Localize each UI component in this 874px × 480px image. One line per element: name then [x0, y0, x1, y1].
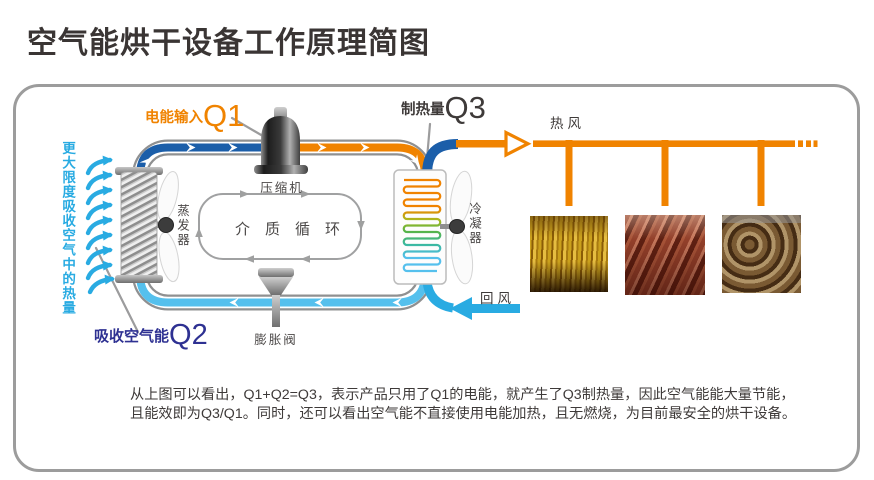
compressor-body-icon — [261, 116, 300, 170]
valve-funnel-icon — [259, 277, 293, 295]
condenser-label: 冷凝器 — [467, 202, 481, 246]
expansion-valve-label: 膨胀阀 — [254, 333, 298, 347]
q3-prefix: 制热量 — [401, 102, 445, 118]
return-air-duct — [422, 280, 454, 313]
mushroom-drying-photo — [722, 215, 801, 293]
ellipsis-dot — [798, 140, 803, 147]
medium-cycle-loop — [195, 190, 365, 263]
q1-label: 电能输入 Q1 — [145, 100, 244, 131]
valve-stem — [272, 295, 280, 327]
air-intake-arrows-icon — [85, 155, 115, 295]
hot-air-arrowhead-icon — [504, 129, 532, 158]
return-air-arrowhead-icon — [450, 297, 472, 320]
caption: 从上图可以看出，Q1+Q2=Q3，表示产品只用了Q1的电能，就产生了Q3制热量，… — [130, 386, 850, 423]
return-air-label: 回风 — [480, 291, 515, 306]
fan-hub-icon — [158, 217, 174, 233]
caption-line-2: 且能效即为Q3/Q1。同时，还可以看出空气能不直接使用电能加热，且无燃烧，为目前… — [130, 405, 797, 422]
hot-air-drop-3 — [757, 140, 765, 206]
q2-label: 吸收空气能 Q2 — [94, 321, 208, 350]
valve-cap — [258, 268, 294, 277]
evaporator-coil-icon — [120, 171, 158, 279]
q3-label: 制热量 Q3 — [401, 92, 486, 123]
fan-hub-icon — [449, 219, 465, 234]
q2-symbol: Q2 — [169, 319, 208, 351]
compressor-base — [254, 165, 308, 174]
condenser — [393, 169, 474, 285]
coil-cap — [115, 275, 163, 283]
compressor-label: 压缩机 — [260, 181, 304, 195]
return-air-arrow-shaft — [470, 304, 520, 313]
hot-air-drop-1 — [565, 140, 573, 206]
caption-line-1: 从上图可以看出，Q1+Q2=Q3，表示产品只用了Q1的电能，就产生了Q3制热量，… — [130, 387, 795, 403]
ellipsis-dot — [806, 140, 811, 147]
hot-air-arrow-shaft — [456, 140, 506, 148]
absorb-heat-note: 更大限度吸收空气中的热量 — [60, 141, 76, 315]
q3-symbol: Q3 — [444, 90, 486, 125]
hot-air-label: 热风 — [550, 116, 585, 131]
q1-prefix: 电能输入 — [145, 110, 203, 126]
expansion-valve — [258, 268, 294, 327]
q2-prefix: 吸收空气能 — [94, 328, 170, 345]
hot-air-flow — [422, 129, 818, 206]
medium-cycle-label: 介质循环 — [234, 221, 355, 238]
condenser-coil-icon — [402, 178, 442, 273]
compressor — [254, 107, 308, 174]
page-title: 空气能烘干设备工作原理简图 — [27, 27, 430, 60]
tobacco-drying-photo — [530, 216, 608, 292]
fan-axle — [440, 224, 452, 229]
evaporator — [115, 167, 180, 283]
q1-symbol: Q1 — [203, 98, 245, 133]
ellipsis-dot — [813, 140, 818, 147]
sausage-drying-photo — [625, 215, 705, 295]
hot-air-drop-2 — [661, 140, 669, 206]
evaporator-label: 蒸发器 — [175, 204, 189, 248]
